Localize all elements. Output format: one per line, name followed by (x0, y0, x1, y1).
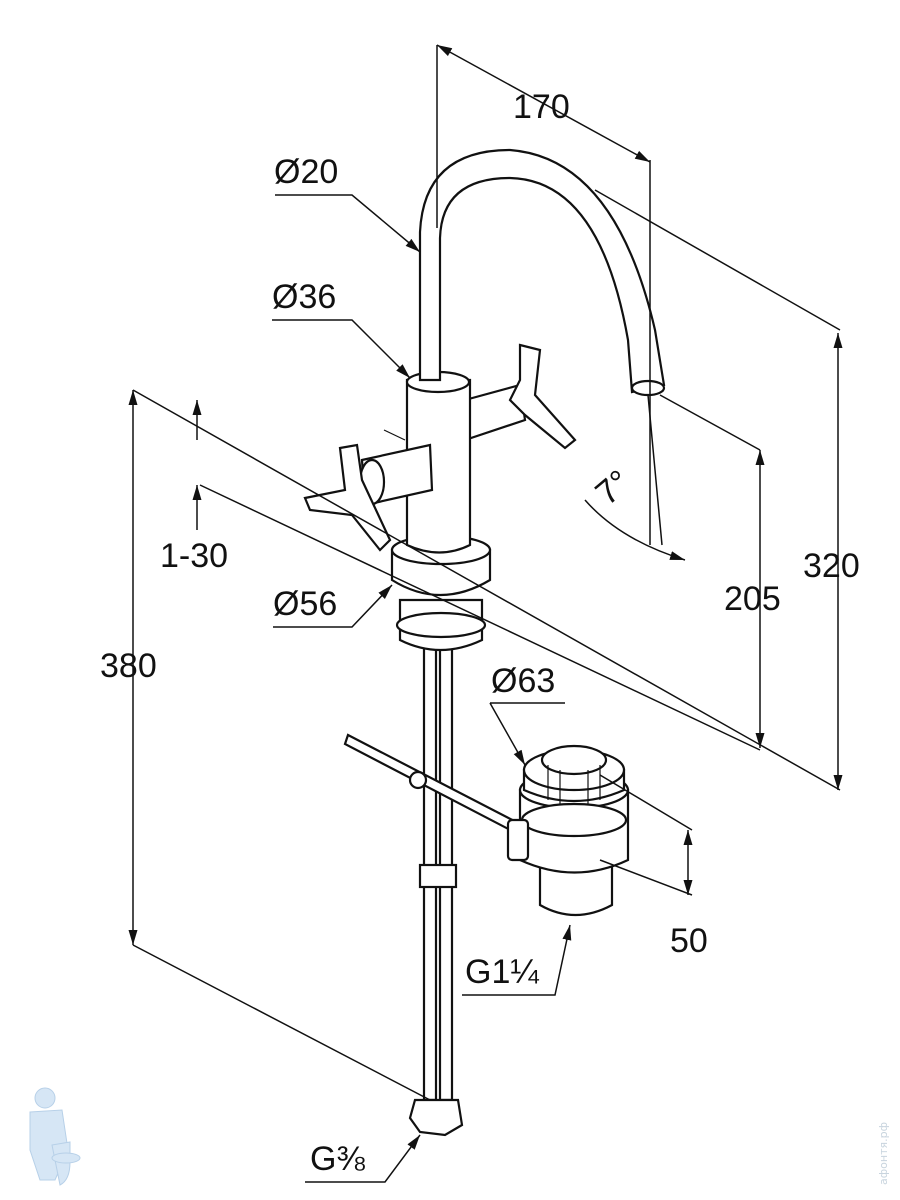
base-diameter-label: Ø56 (273, 585, 337, 623)
hot-handle (303, 429, 434, 552)
pop-up-waste (506, 744, 630, 916)
watermark-text: афонтя.рф (877, 1122, 890, 1185)
hose-thread-label: G⅜ (310, 1140, 365, 1178)
reach-label: 170 (513, 88, 570, 126)
spout-diameter-label: Ø20 (274, 153, 338, 191)
drain-height-label: 50 (670, 922, 708, 960)
total-height-label: 380 (100, 647, 157, 685)
pop-up-rod (343, 733, 524, 836)
drain-thread-label: G1¼ (465, 953, 539, 991)
cold-handle (463, 343, 577, 450)
faucet-body (405, 370, 472, 554)
spout-height-label: 320 (803, 547, 860, 585)
spout-angle-label: 7° (588, 463, 637, 513)
spout (418, 148, 666, 397)
supply-hoses (408, 638, 464, 1137)
deck-thickness-label: 1-30 (160, 537, 228, 575)
dimension-lines (128, 44, 843, 1183)
body-diameter-label: Ø36 (272, 278, 336, 316)
drain-diameter-label: Ø63 (491, 662, 555, 700)
plumber-logo (29, 1087, 81, 1186)
outlet-height-label: 205 (724, 580, 781, 618)
